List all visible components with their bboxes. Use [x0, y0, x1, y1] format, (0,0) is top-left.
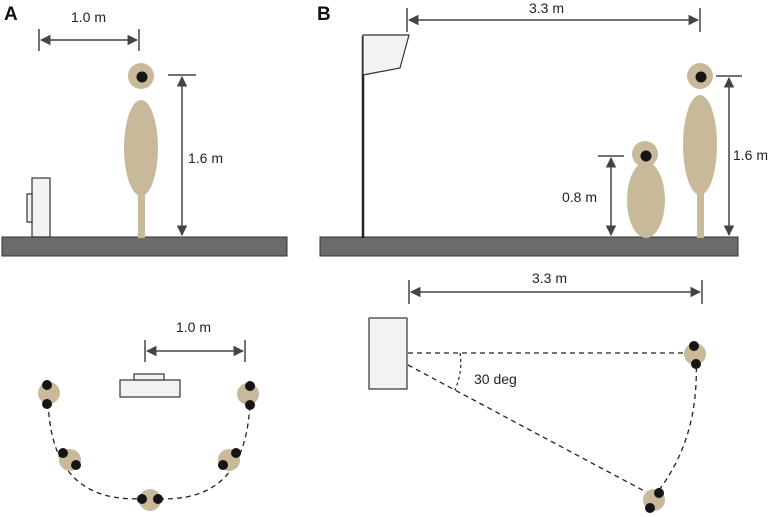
- label-b-tall-height: 1.6 m: [733, 147, 768, 163]
- label-b-top-width: 3.3 m: [529, 0, 564, 16]
- dimension-width-a-top: [38, 29, 140, 51]
- listener-positions-a: [38, 380, 259, 511]
- panel-label-b: B: [317, 4, 331, 25]
- label-b-short-height: 0.8 m: [562, 189, 597, 205]
- short-figure-b: [627, 141, 665, 238]
- speaker-top-knob-a: [133, 373, 165, 381]
- label-a-bottom-width: 1.0 m: [176, 319, 211, 335]
- ground-a: [1, 236, 288, 257]
- listener-arc-a: [47, 393, 251, 500]
- dimension-width-b-bottom: [408, 280, 703, 304]
- speaker-top-view-b: [368, 317, 408, 390]
- tall-figure-a: [124, 63, 158, 238]
- head-dot: [136, 71, 148, 83]
- label-b-angle: 30 deg: [474, 371, 517, 387]
- listener-left-near: [58, 448, 81, 471]
- label-a-height: 1.6 m: [188, 150, 223, 166]
- angle-line-b: [407, 364, 649, 494]
- dimension-height-b-tall: [716, 75, 742, 237]
- listener-positions-b: [643, 341, 706, 513]
- listener-right-far: [237, 381, 259, 410]
- listener-arc-b: [654, 357, 697, 496]
- speaker-knob-a: [26, 193, 33, 223]
- head-dot: [695, 71, 707, 83]
- listener-b-front: [684, 341, 706, 369]
- dimension-height-a: [168, 74, 196, 237]
- speaker-elevated-b: [362, 34, 410, 76]
- dimension-height-b-short: [598, 155, 624, 237]
- listener-right-near: [218, 448, 241, 471]
- speaker-top-view-a: [119, 379, 181, 398]
- listener-b-angled: [643, 488, 665, 513]
- listener-center: [137, 489, 163, 511]
- dimension-width-b-top: [406, 8, 701, 32]
- panel-label-a: A: [4, 4, 18, 25]
- listener-left-far: [38, 380, 60, 409]
- angle-arc-b: [454, 352, 462, 391]
- label-b-bottom-width: 3.3 m: [532, 270, 567, 286]
- label-a-top-width: 1.0 m: [71, 9, 106, 25]
- head-dot: [640, 150, 652, 162]
- speaker-box-a: [31, 177, 51, 238]
- tall-figure-b: [683, 63, 717, 238]
- dimension-width-a-bottom: [144, 340, 246, 362]
- ground-b: [319, 236, 739, 257]
